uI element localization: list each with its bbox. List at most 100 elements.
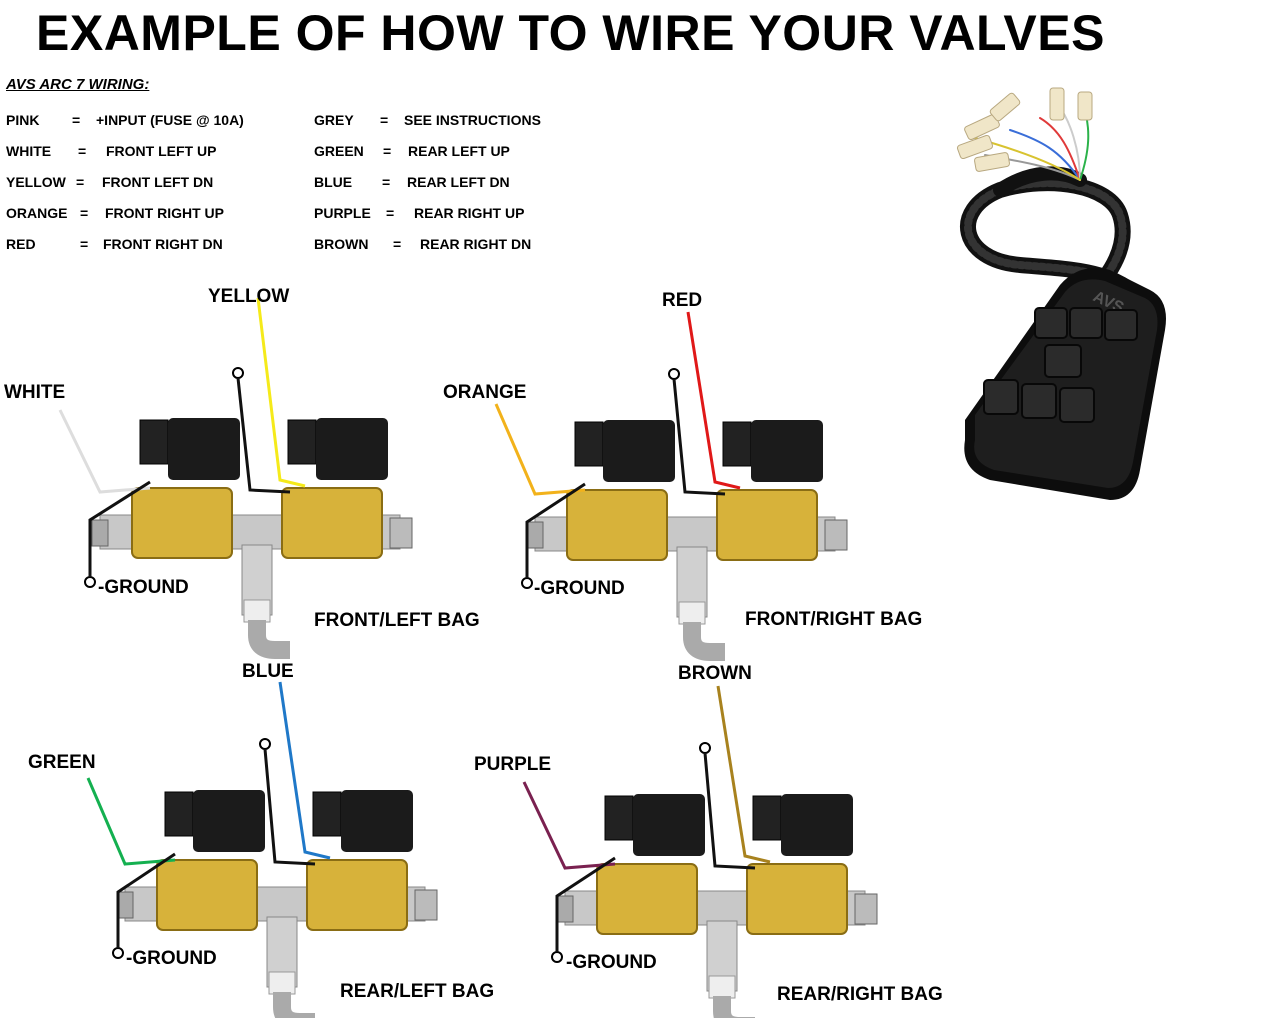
wire-label-orange: ORANGE bbox=[443, 382, 527, 403]
legend-color-name: WHITE bbox=[6, 143, 52, 159]
terminal bbox=[259, 738, 271, 750]
solenoid-coil bbox=[193, 790, 265, 852]
thread bbox=[243, 599, 271, 623]
ground-label: -GROUND bbox=[566, 952, 657, 973]
legend-function: FRONT LEFT DN bbox=[102, 174, 214, 190]
coil-connector bbox=[139, 419, 169, 465]
valve-body bbox=[746, 863, 848, 935]
legend-function: REAR RIGHT UP bbox=[414, 205, 525, 221]
up-wire bbox=[494, 403, 586, 496]
wire-harness bbox=[960, 104, 1158, 318]
legend-function: REAR LEFT DN bbox=[407, 174, 510, 190]
legend-equals: = bbox=[383, 143, 392, 159]
legend-color-name: GREEN bbox=[314, 143, 364, 159]
wire-label-green: GREEN bbox=[28, 752, 96, 773]
coil-connector bbox=[287, 419, 317, 465]
up-wire bbox=[522, 781, 616, 870]
solenoid-coil bbox=[341, 790, 413, 852]
controller-button bbox=[1104, 309, 1138, 341]
terminal bbox=[668, 368, 680, 380]
bag-label-front-left: FRONT/LEFT BAG bbox=[314, 610, 480, 631]
ground-terminal bbox=[84, 576, 96, 588]
solenoid-coil bbox=[603, 420, 675, 482]
ground-wire bbox=[88, 480, 151, 577]
common-wire bbox=[236, 377, 291, 494]
common-wire bbox=[703, 752, 756, 870]
solenoid-coil bbox=[781, 794, 853, 856]
valve-body bbox=[716, 489, 818, 561]
coil-connector bbox=[722, 421, 752, 467]
valve-body bbox=[596, 863, 698, 935]
legend-equals: = bbox=[78, 143, 87, 159]
controller-button bbox=[983, 379, 1019, 415]
ground-label: -GROUND bbox=[126, 948, 217, 969]
ground-terminal bbox=[112, 947, 124, 959]
dn-wire bbox=[716, 685, 771, 864]
end-fitting bbox=[854, 893, 878, 925]
common-wire bbox=[672, 378, 726, 496]
end-fitting bbox=[824, 519, 848, 551]
legend-color-name: ORANGE bbox=[6, 205, 68, 221]
valve-body bbox=[131, 487, 233, 559]
elbow-fitting bbox=[273, 992, 315, 1018]
legend-function: REAR RIGHT DN bbox=[420, 236, 532, 252]
legend-color-name: BLUE bbox=[314, 174, 353, 190]
coil-connector bbox=[574, 421, 604, 467]
wire-label-brown: BROWN bbox=[678, 663, 752, 684]
controller-button bbox=[1059, 387, 1095, 423]
end-fitting bbox=[91, 519, 109, 547]
legend-equals: = bbox=[72, 112, 81, 128]
coil-connector bbox=[604, 795, 634, 841]
wire-label-blue: BLUE bbox=[242, 661, 294, 682]
legend-color-name: PURPLE bbox=[314, 205, 371, 221]
wire-connectors bbox=[956, 87, 1093, 172]
legend-function: REAR LEFT UP bbox=[408, 143, 510, 159]
legend-equals: = bbox=[80, 236, 89, 252]
controller-button bbox=[1069, 307, 1103, 339]
wire-label-yellow: YELLOW bbox=[208, 286, 290, 307]
ground-terminal bbox=[521, 577, 533, 589]
wire-label-white: WHITE bbox=[4, 382, 66, 403]
bag-label-rear-right: REAR/RIGHT BAG bbox=[777, 984, 943, 1005]
common-wire bbox=[263, 748, 316, 866]
elbow-fitting bbox=[713, 996, 755, 1018]
bag-label-rear-left: REAR/LEFT BAG bbox=[340, 981, 495, 1002]
legend-function: +INPUT (FUSE @ 10A) bbox=[96, 112, 244, 128]
legend-equals: = bbox=[386, 205, 395, 221]
valve-body bbox=[306, 859, 408, 931]
legend-title: AVS ARC 7 WIRING: bbox=[6, 76, 150, 93]
dn-wire bbox=[686, 311, 741, 490]
legend-color-name: RED bbox=[6, 236, 36, 252]
controller-button bbox=[1034, 307, 1068, 339]
end-fitting bbox=[389, 517, 413, 549]
thread bbox=[268, 971, 296, 995]
legend-equals: = bbox=[80, 205, 89, 221]
ground-wire bbox=[116, 852, 176, 948]
valve-assembly bbox=[58, 297, 413, 659]
solenoid-coil bbox=[316, 418, 388, 480]
legend-function: FRONT RIGHT DN bbox=[103, 236, 223, 252]
wire-label-red: RED bbox=[662, 290, 703, 311]
legend-function: SEE INSTRUCTIONS bbox=[404, 112, 541, 128]
coil-connector bbox=[312, 791, 342, 837]
legend-equals: = bbox=[380, 112, 389, 128]
legend-color-name: PINK bbox=[6, 112, 40, 128]
thread bbox=[678, 601, 706, 625]
controller-button bbox=[1044, 344, 1082, 378]
valve-assembly bbox=[522, 685, 878, 1018]
bag-label-front-right: FRONT/RIGHT BAG bbox=[745, 609, 923, 630]
legend-function: FRONT LEFT UP bbox=[106, 143, 217, 159]
controller-button bbox=[1021, 383, 1057, 419]
legend-color-name: YELLOW bbox=[6, 174, 66, 190]
valve-body bbox=[156, 859, 258, 931]
legend-color-name: BROWN bbox=[314, 236, 369, 252]
up-wire bbox=[58, 409, 151, 494]
solenoid-coil bbox=[633, 794, 705, 856]
elbow-fitting bbox=[248, 620, 290, 659]
thread bbox=[708, 975, 736, 999]
page-title: EXAMPLE OF HOW TO WIRE YOUR VALVES bbox=[36, 5, 1105, 61]
ground-label: -GROUND bbox=[534, 578, 625, 599]
valve-body bbox=[566, 489, 668, 561]
